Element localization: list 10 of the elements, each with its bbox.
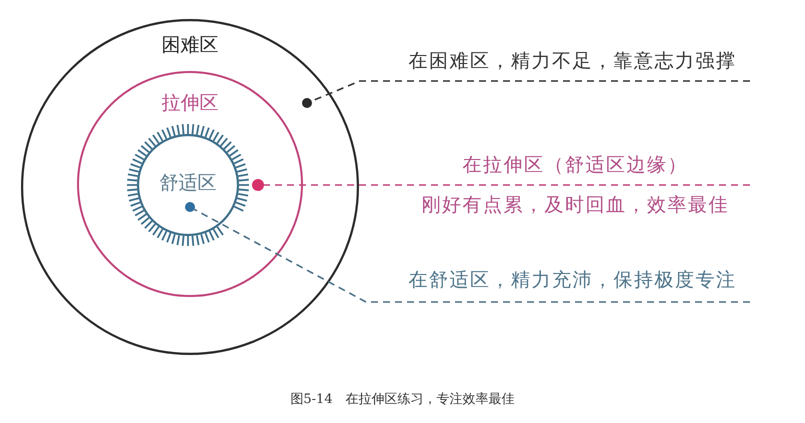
figure-caption: 图5-14 在拉伸区练习，专注效率最佳 bbox=[290, 392, 515, 407]
annotation-text: 刚好有点累，及时回血，效率最佳 bbox=[420, 193, 730, 217]
leader-line bbox=[194, 208, 750, 303]
zone-label: 拉伸区 bbox=[160, 91, 220, 115]
zone-label: 困难区 bbox=[160, 33, 220, 57]
annotation-text: 在舒适区，精力充沛，保持极度专注 bbox=[408, 268, 738, 292]
zone-label: 舒适区 bbox=[158, 171, 218, 195]
annotation-text: 在拉伸区（舒适区边缘） bbox=[461, 153, 689, 177]
leader-line bbox=[264, 184, 750, 186]
annotation-text: 在困难区，精力不足，靠意志力强撑 bbox=[408, 49, 738, 73]
